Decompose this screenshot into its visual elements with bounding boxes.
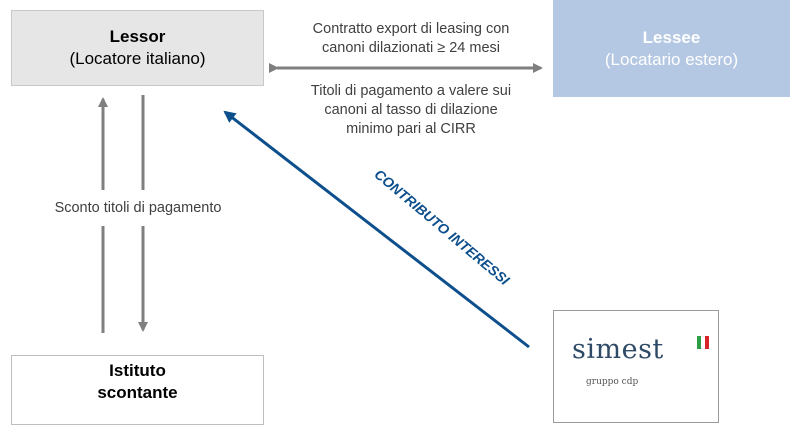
- titoli-line-3: minimo pari al CIRR: [346, 121, 476, 137]
- contract-label: Contratto export di leasing con canoni d…: [272, 20, 550, 58]
- lessee-subtitle: (Locatario estero): [604, 49, 739, 69]
- lessor-title: Lessor: [109, 27, 166, 46]
- simest-logo-word: simest: [572, 334, 664, 365]
- istituto-line-1: Istituto: [109, 361, 166, 380]
- istituto-scontante-box: Istituto scontante: [11, 355, 264, 425]
- titoli-line-1: Titoli di pagamento a valere sui: [310, 83, 512, 99]
- lessee-box: Lessee (Locatario estero): [553, 0, 790, 97]
- sconto-label: Sconto titoli di pagamento: [54, 200, 222, 216]
- contributo-arrow: [223, 110, 530, 349]
- contract-line-1: Contratto export di leasing con: [312, 21, 510, 37]
- simest-logo-subtitle: gruppo cdp: [586, 377, 639, 387]
- istituto-line-2: scontante: [97, 383, 178, 402]
- lessee-title: Lessee: [642, 27, 701, 47]
- italian-flag-white: [701, 336, 705, 349]
- contract-line-2: canoni dilazionati ≥ 24 mesi: [321, 40, 501, 56]
- lessor-box: Lessor (Locatore italiano): [11, 10, 264, 86]
- italian-flag-green: [697, 336, 701, 349]
- lessor-subtitle: (Locatore italiano): [69, 49, 206, 68]
- titoli-line-2: canoni al tasso di dilazione: [324, 102, 498, 118]
- simest-logo-box: [553, 310, 719, 423]
- titoli-label: Titoli di pagamento a valere sui canoni …: [272, 82, 550, 139]
- italian-flag-red: [705, 336, 709, 349]
